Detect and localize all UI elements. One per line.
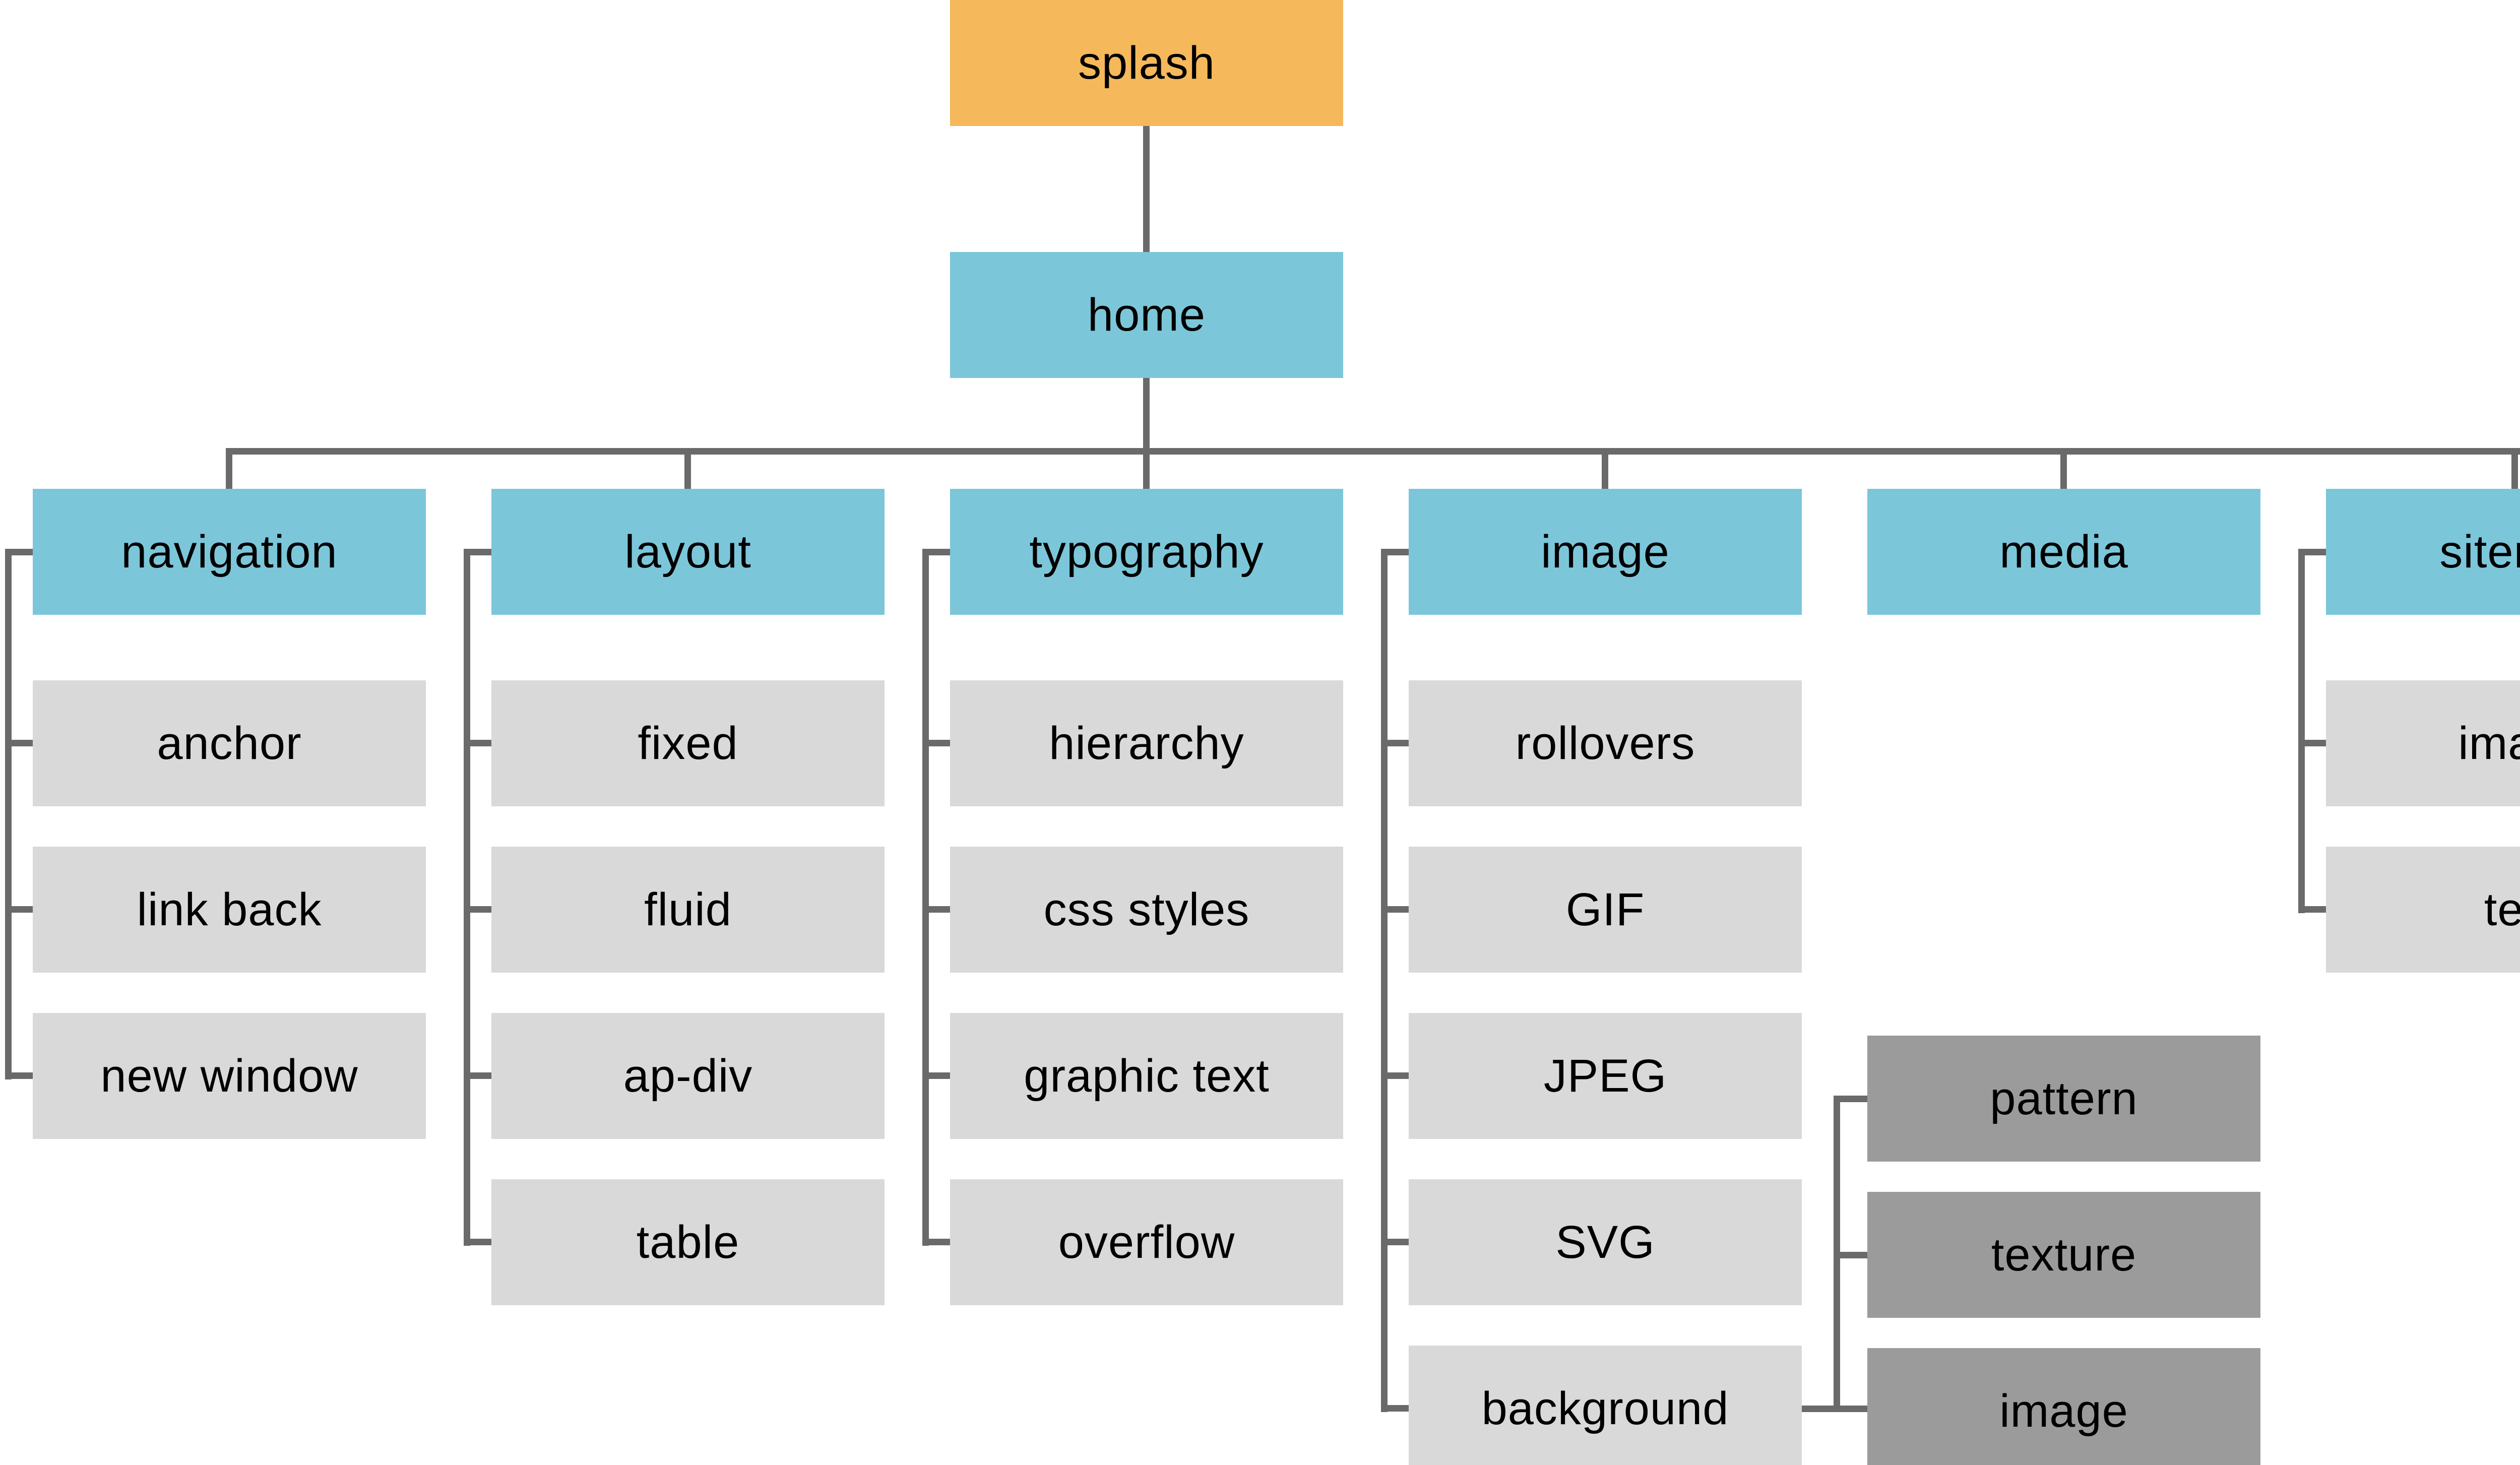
bracket-navigation-stub-anchor xyxy=(5,740,33,746)
bracket-typography-stub-graphic-text xyxy=(922,1072,950,1079)
node-jpeg: JPEG xyxy=(1409,1013,1802,1139)
bracket-typography-vertical xyxy=(922,549,929,1246)
node-css-styles: css styles xyxy=(950,847,1343,973)
connector-home-trunk xyxy=(1143,378,1150,449)
drop-sitemap xyxy=(2511,448,2518,489)
bracket-typography-stub-overflow xyxy=(922,1239,950,1245)
drop-typography xyxy=(1143,448,1150,489)
node-ap-div: ap-div xyxy=(491,1013,885,1139)
bracket-layout-vertical xyxy=(464,549,470,1246)
bracket-image-stub-jpeg xyxy=(1381,1072,1409,1079)
node-media: media xyxy=(1867,489,2260,615)
node-fixed: fixed xyxy=(491,680,885,806)
bracket-sitemap-stub-parent xyxy=(2298,549,2326,555)
node-table: table xyxy=(491,1179,885,1305)
node-svg: SVG xyxy=(1409,1179,1802,1305)
bracket-background-stub-pattern xyxy=(1837,1096,1867,1102)
node-link-back: link back xyxy=(33,847,426,973)
node-fluid: fluid xyxy=(491,847,885,973)
node-layout: layout xyxy=(491,489,885,615)
node-pattern: pattern xyxy=(1867,1036,2260,1162)
drop-layout xyxy=(684,448,691,489)
bracket-sitemap-stub-text xyxy=(2298,906,2326,913)
bracket-layout-stub-ap-div xyxy=(464,1072,491,1079)
node-hierarchy: hierarchy xyxy=(950,680,1343,806)
bracket-sitemap-stub-image xyxy=(2298,740,2326,746)
trunk-horizontal-line xyxy=(226,448,2520,455)
connector-splash-home xyxy=(1143,126,1150,252)
node-splash: splash xyxy=(950,0,1343,126)
node-sitemap-text: text xyxy=(2326,847,2520,973)
bracket-navigation-stub-parent xyxy=(5,549,33,555)
node-rollovers: rollovers xyxy=(1409,680,1802,806)
node-home: home xyxy=(950,252,1343,378)
bracket-sitemap-vertical xyxy=(2298,549,2305,913)
drop-image xyxy=(1602,448,1608,489)
bracket-image-stub-svg xyxy=(1381,1239,1409,1245)
connector-background-to-subtree xyxy=(1794,1406,1867,1412)
node-texture: texture xyxy=(1867,1192,2260,1318)
bracket-image-vertical xyxy=(1381,549,1388,1412)
bracket-image-stub-rollovers xyxy=(1381,740,1409,746)
node-sitemap-image: image xyxy=(2326,680,2520,806)
bracket-layout-stub-table xyxy=(464,1239,491,1245)
bracket-layout-stub-fixed xyxy=(464,740,491,746)
bracket-background-vertical xyxy=(1834,1096,1840,1412)
bracket-image-stub-parent xyxy=(1381,549,1409,555)
node-navigation: navigation xyxy=(33,489,426,615)
bracket-navigation-vertical xyxy=(5,549,12,1079)
node-graphic-text: graphic text xyxy=(950,1013,1343,1139)
node-sitemap: sitemap xyxy=(2326,489,2520,615)
node-image: image xyxy=(1409,489,1802,615)
bracket-typography-stub-hierarchy xyxy=(922,740,950,746)
node-anchor: anchor xyxy=(33,680,426,806)
bracket-layout-stub-fluid xyxy=(464,906,491,913)
bracket-typography-stub-parent xyxy=(922,549,950,555)
drop-media xyxy=(2060,448,2067,489)
node-typography: typography xyxy=(950,489,1343,615)
node-gif: GIF xyxy=(1409,847,1802,973)
bracket-navigation-stub-new-window xyxy=(5,1072,33,1079)
bracket-navigation-stub-link-back xyxy=(5,906,33,913)
node-overflow: overflow xyxy=(950,1179,1343,1305)
bracket-layout-stub-parent xyxy=(464,549,491,555)
bracket-typography-stub-css-styles xyxy=(922,906,950,913)
node-background: background xyxy=(1409,1346,1802,1465)
bracket-image-stub-gif xyxy=(1381,906,1409,913)
bracket-image-stub-background xyxy=(1381,1405,1409,1412)
drop-navigation xyxy=(226,448,232,489)
node-background-image: image xyxy=(1867,1348,2260,1465)
node-new-window: new window xyxy=(33,1013,426,1139)
bracket-background-stub-texture xyxy=(1837,1252,1867,1258)
